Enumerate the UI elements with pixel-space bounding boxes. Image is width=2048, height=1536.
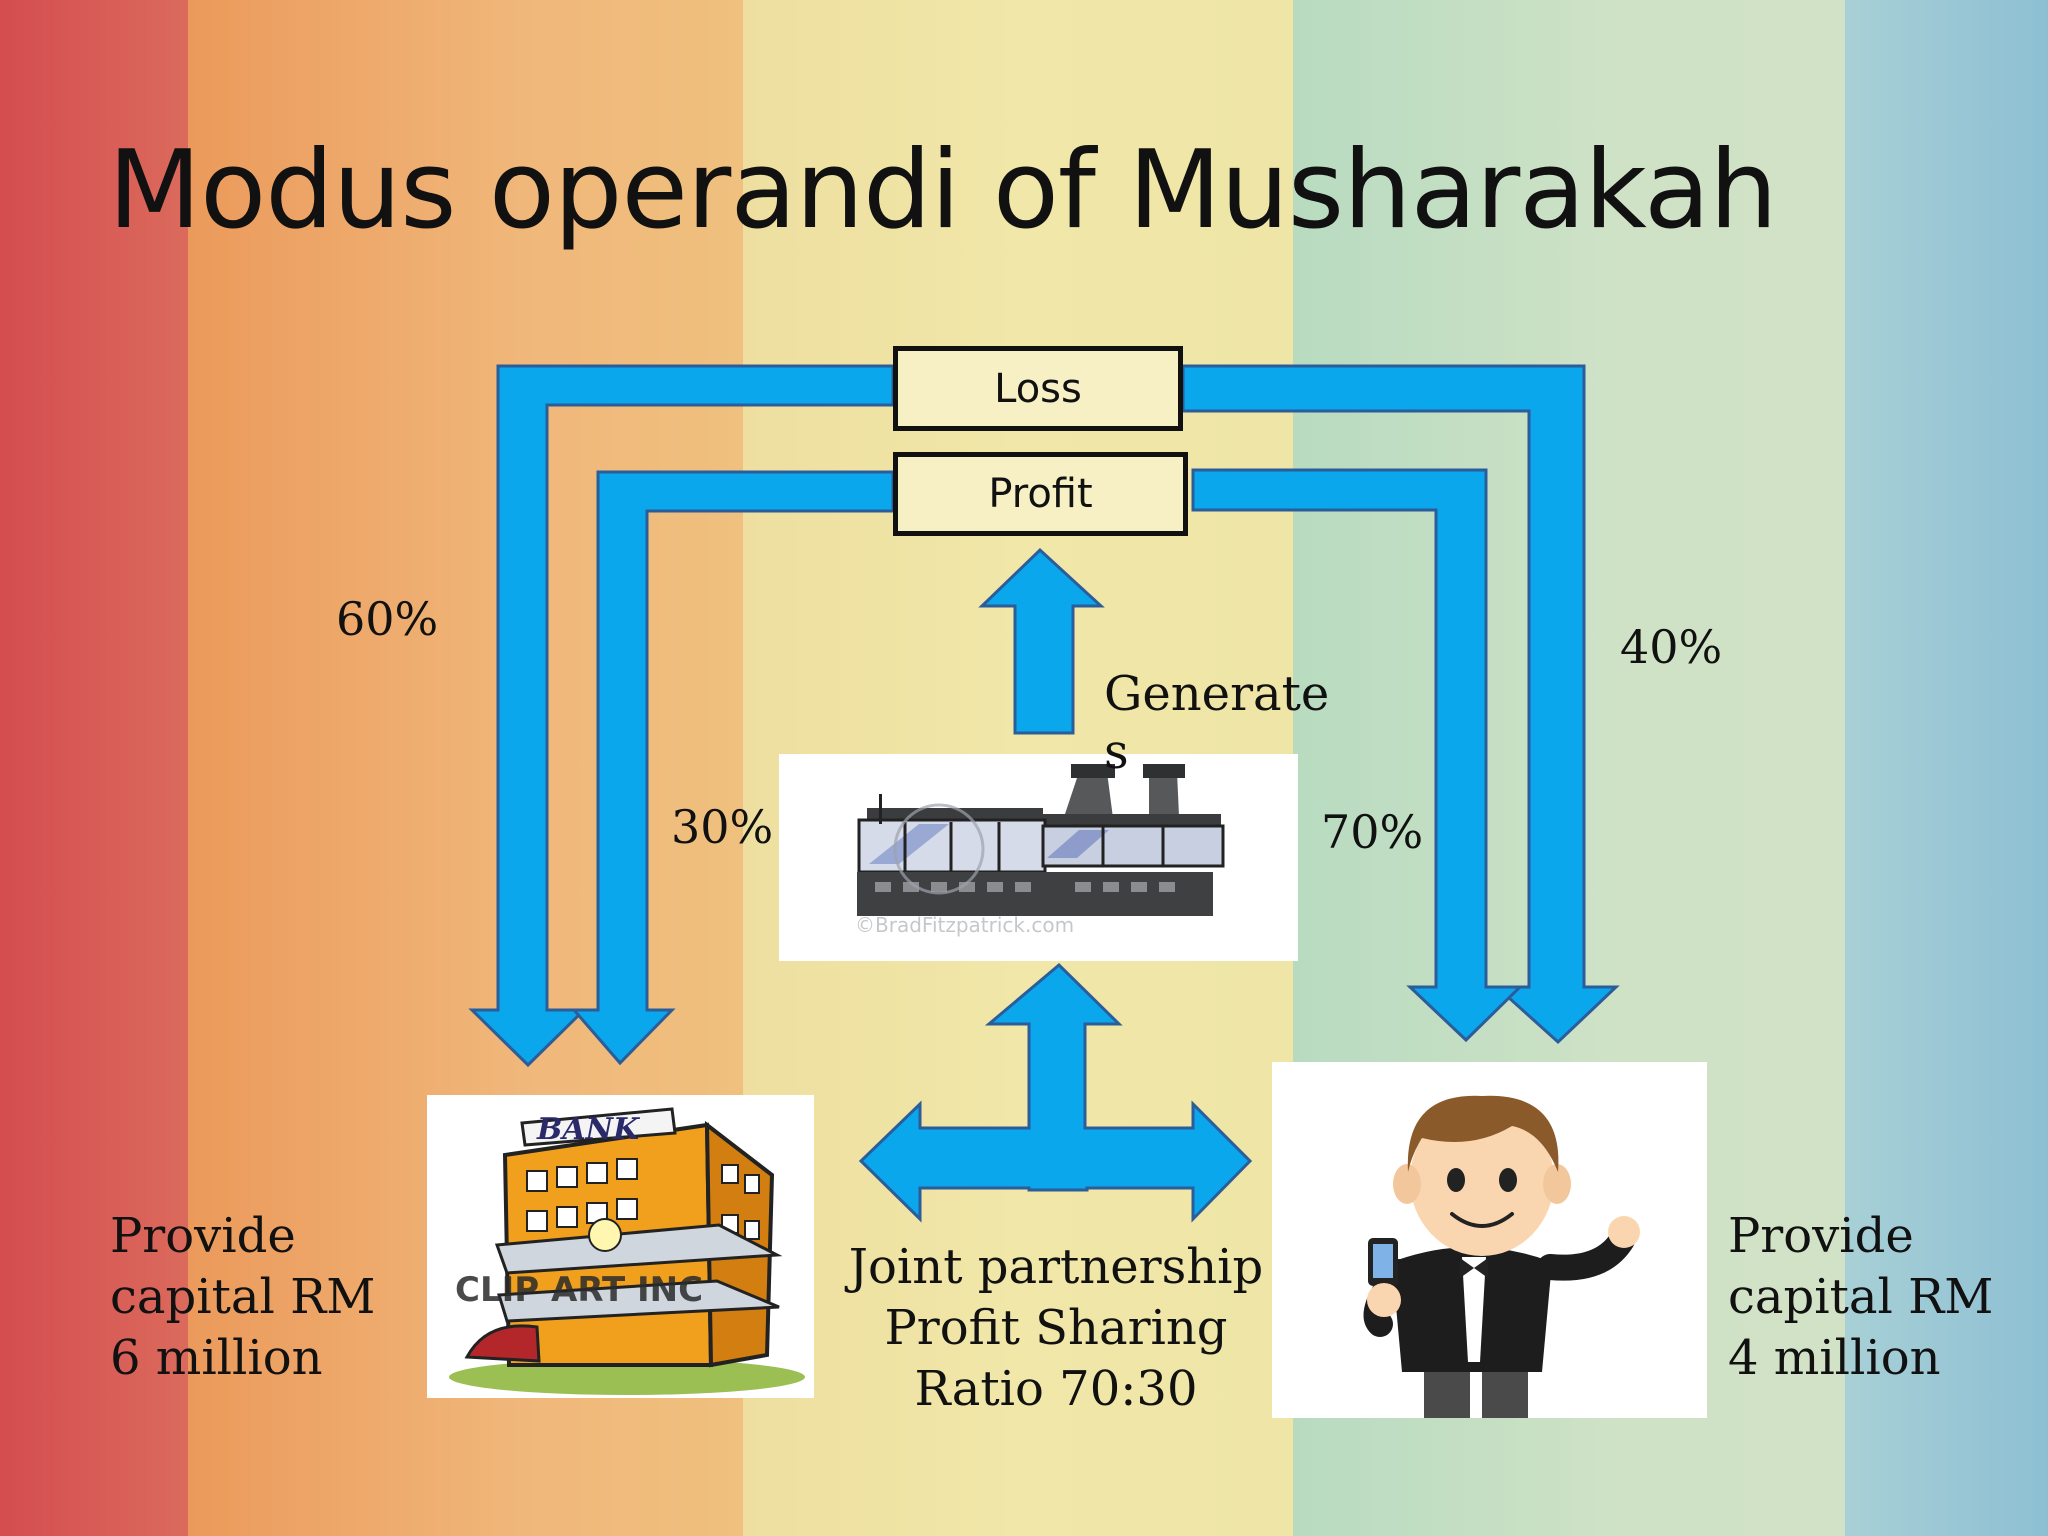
bank-capital-label: Provide capital RM 6 million — [110, 1208, 376, 1386]
factory-image: ©BradFitzpatrick.com — [779, 754, 1298, 961]
loss-to-bank-arrow — [468, 364, 895, 1068]
percent-client-loss: 40% — [1620, 620, 1723, 674]
slide-title: Modus operandi of Musharakah — [108, 128, 1778, 253]
profit-box: Profit — [893, 452, 1188, 536]
percent-bank-loss: 60% — [336, 592, 439, 646]
generates-arrow — [978, 547, 1105, 735]
background-stripe-blue — [1845, 0, 2048, 1536]
bank-icon: BANK CLIP ART INC — [449, 1107, 805, 1395]
bank-image: BANK CLIP ART INC — [427, 1095, 814, 1398]
client-image — [1272, 1062, 1707, 1418]
joint-partnership-arrow — [858, 962, 1253, 1223]
bank-watermark: CLIP ART INC — [455, 1270, 703, 1310]
joint-partnership-label: Joint partnership Profit Sharing Ratio 7… — [848, 1239, 1264, 1417]
client-capital-label: Provide capital RM 4 million — [1728, 1208, 1994, 1386]
percent-client-profit: 70% — [1321, 805, 1424, 859]
profit-to-bank-arrow — [570, 470, 895, 1066]
loss-to-client-arrow — [1181, 364, 1620, 1045]
bank-sign: BANK — [536, 1112, 641, 1147]
businessman-icon — [1363, 1095, 1640, 1418]
profit-to-client-arrow — [1191, 468, 1524, 1043]
factory-watermark: ©BradFitzpatrick.com — [855, 913, 1074, 937]
percent-bank-profit: 30% — [671, 800, 774, 854]
loss-box: Loss — [893, 346, 1183, 431]
background-stripe-red — [0, 0, 188, 1536]
generates-label: Generate s — [1104, 666, 1330, 780]
factory-icon: ©BradFitzpatrick.com — [855, 764, 1225, 937]
